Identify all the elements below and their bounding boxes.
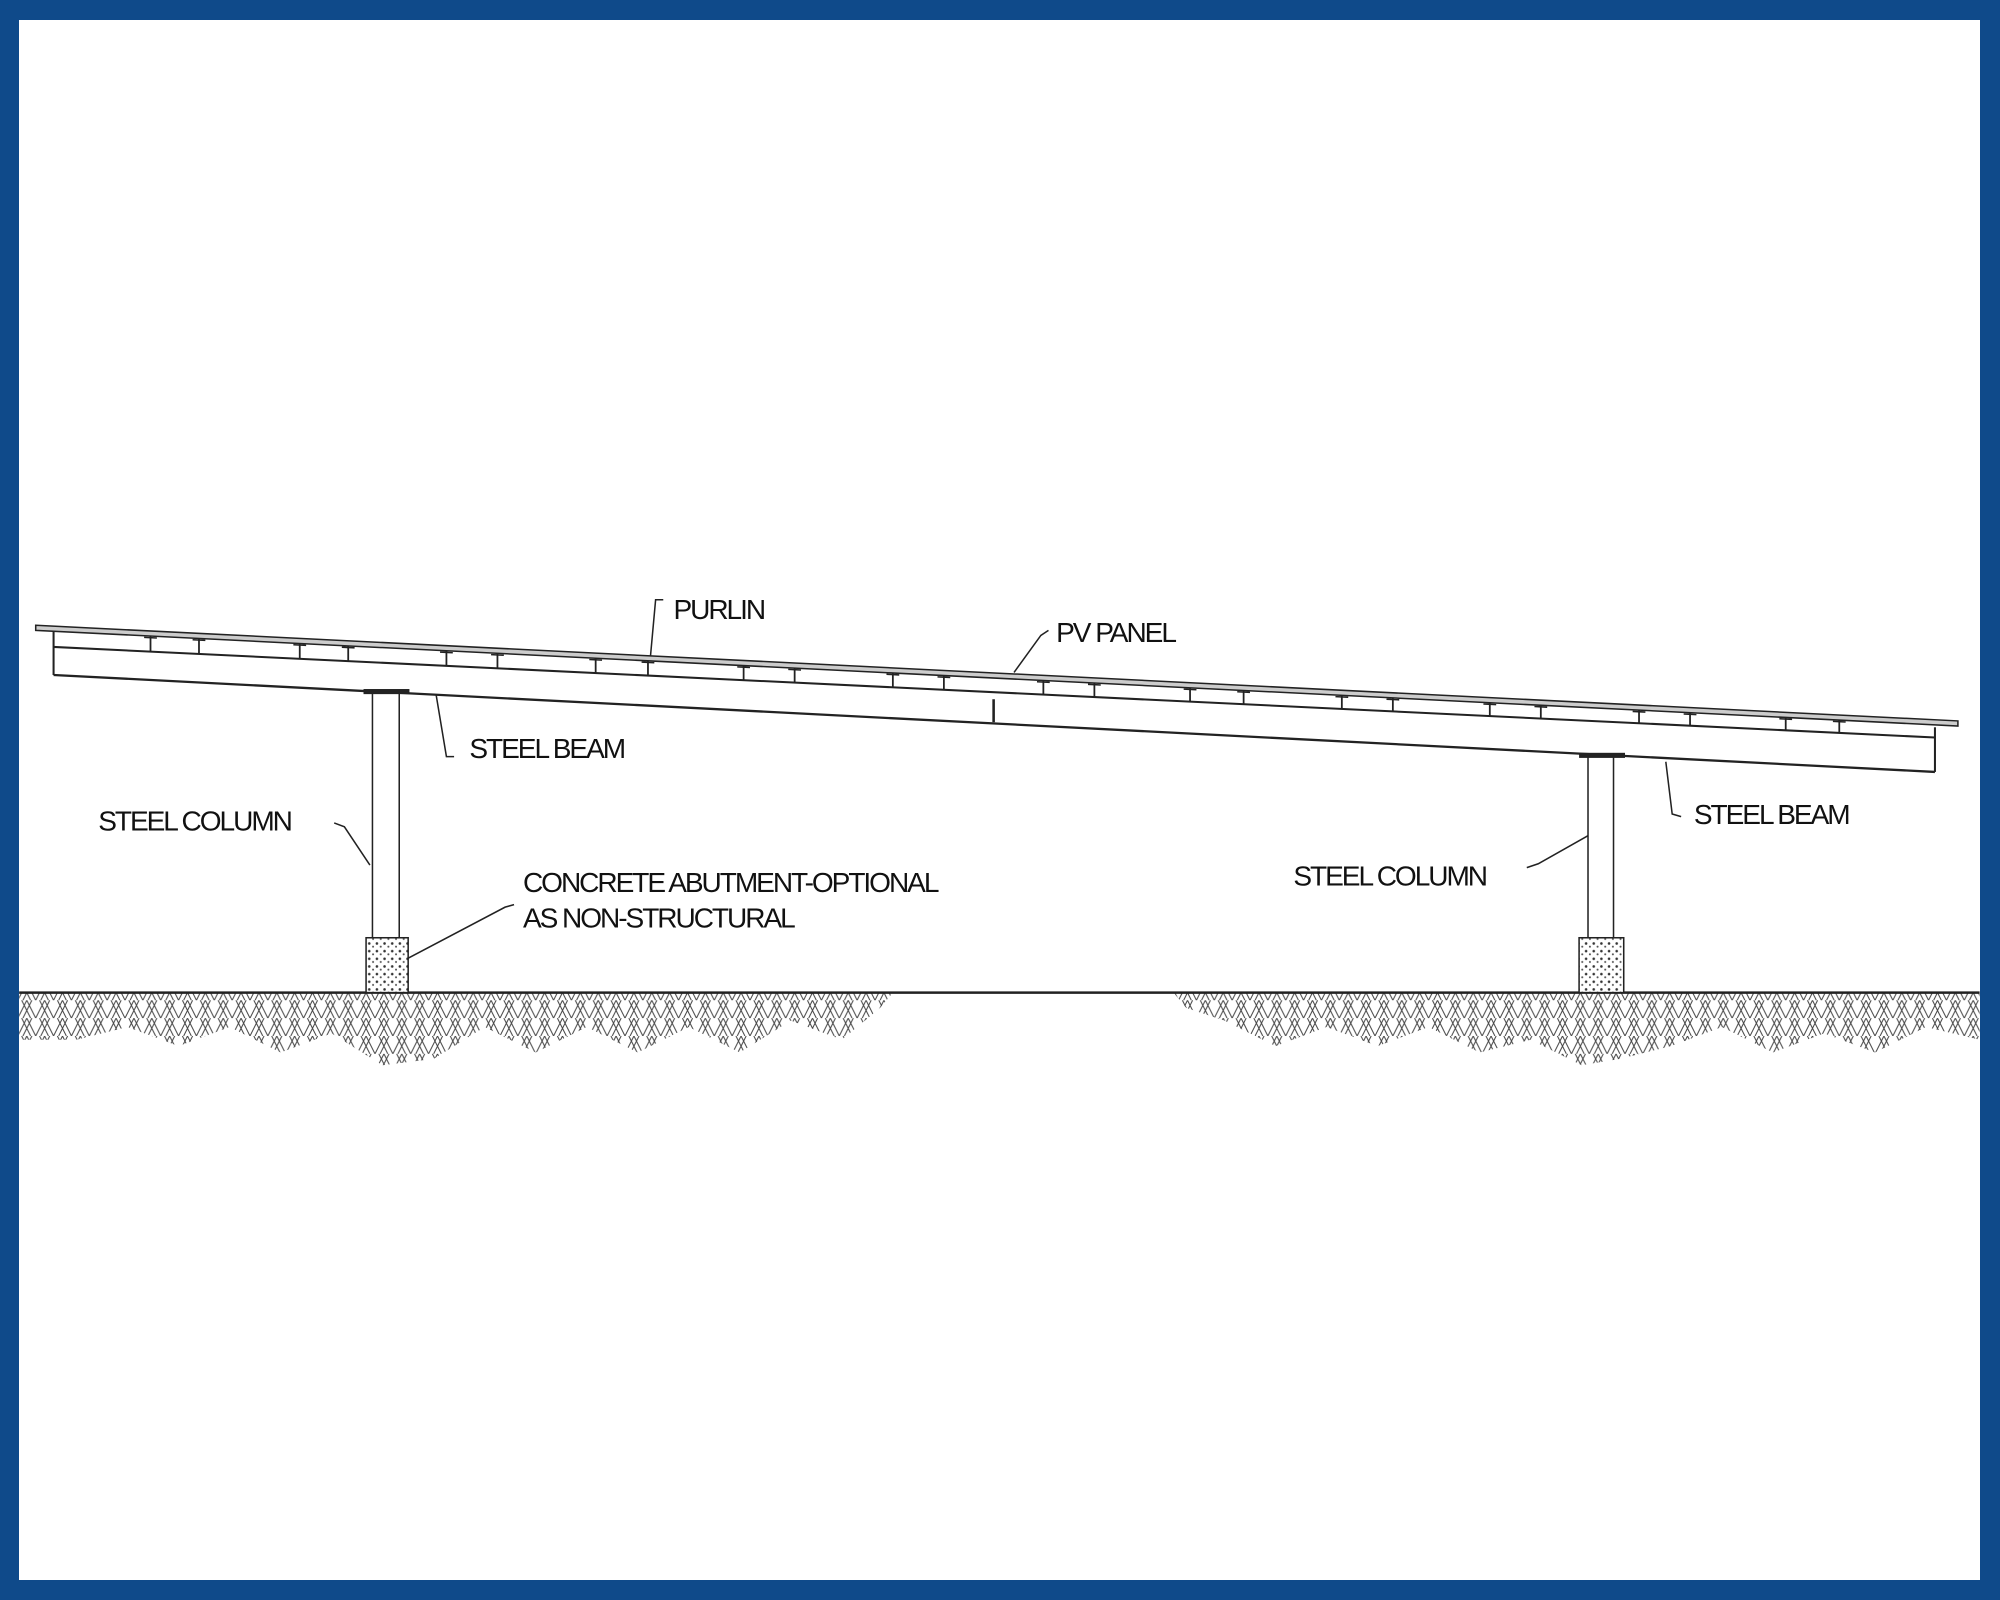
purlin-cap — [144, 636, 157, 639]
label-steel-beam-left: STEEL BEAM — [469, 733, 624, 764]
pv-panel — [34, 624, 1959, 727]
purlin-cap — [1386, 698, 1400, 701]
purlin-cap — [1087, 683, 1101, 686]
purlin-cap — [1534, 705, 1548, 708]
label-steel-beam-right: STEEL BEAM — [1694, 799, 1849, 830]
purlin-cap — [886, 673, 900, 676]
label-purlin: PURLIN — [673, 594, 764, 625]
ground-soil-hatch — [19, 992, 1980, 1066]
purlin-cap — [1683, 713, 1697, 716]
purlin-cap — [737, 666, 751, 669]
label-steel-column-left: STEEL COLUMN — [98, 806, 291, 837]
purlin-cap — [1237, 690, 1251, 694]
purlin-cap — [491, 653, 504, 657]
label-abutment-line2: AS NON-STRUCTURAL — [523, 903, 795, 934]
purlin-cap — [641, 661, 655, 664]
label-steel-column-right: STEEL COLUMN — [1293, 860, 1486, 891]
concrete-abutment-right — [1578, 936, 1625, 994]
purlin-cap — [1632, 710, 1646, 713]
purlin-cap — [589, 658, 603, 661]
purlin-cap — [440, 651, 453, 654]
steel-column-left — [363, 689, 410, 938]
leader-lines — [333, 598, 1682, 959]
purlin-cap — [937, 676, 951, 679]
purlins — [144, 636, 1846, 733]
purlin-cap — [1832, 720, 1846, 723]
purlin-cap — [788, 668, 802, 671]
purlin-cap — [1036, 681, 1050, 684]
purlin-cap — [1779, 717, 1793, 721]
purlin-cap — [192, 638, 206, 642]
label-pv-panel: PV PANEL — [1056, 617, 1176, 648]
label-abutment-line1: CONCRETE ABUTMENT-OPTIONAL — [523, 867, 939, 898]
purlin-cap — [1183, 688, 1197, 691]
steel-column-right — [1579, 752, 1625, 938]
purlin-cap — [1335, 695, 1349, 699]
purlin-cap — [341, 646, 355, 649]
diagram-canvas — [19, 20, 1980, 1580]
purlin-cap — [293, 644, 307, 647]
purlin-cap — [1483, 703, 1497, 706]
steel-beam — [52, 631, 1936, 774]
concrete-abutment-left — [365, 936, 409, 994]
